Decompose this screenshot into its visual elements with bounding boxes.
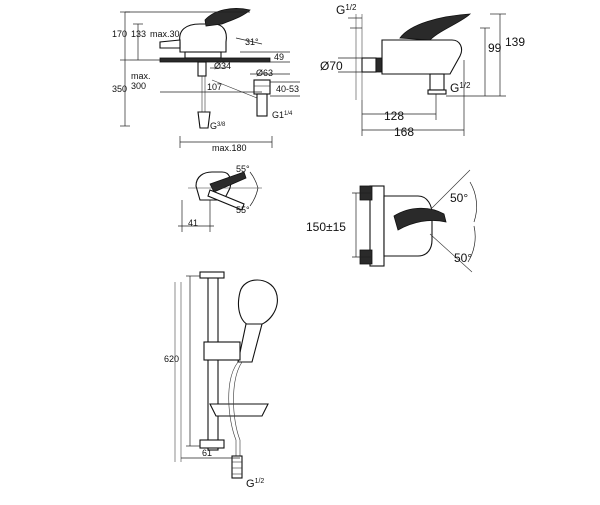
lever-angle-drawing: 55° 55° 41 [178, 164, 262, 232]
dim-55deg-bottom: 55° [236, 205, 250, 215]
dim-133: 133 [131, 29, 146, 39]
dim-49: 49 [274, 52, 284, 62]
dim-g3-8: G3/8 [210, 121, 226, 131]
dim-dia63: Ø63 [256, 68, 273, 78]
dim-40-53: 40-53 [276, 84, 299, 94]
dim-dia34: Ø34 [214, 61, 231, 71]
bath-eccentric-connector [361, 57, 377, 73]
shower-rail [207, 275, 219, 451]
basin-mixer-shank [197, 61, 207, 77]
bath-spout [429, 73, 445, 91]
shower-hose [228, 361, 239, 462]
wall-mixer-body [383, 195, 433, 257]
dim-61: 61 [202, 448, 212, 458]
dim-107: 107 [207, 82, 222, 92]
bath-mixer-body [381, 39, 463, 75]
shower-rail-bottom-bracket [199, 439, 225, 449]
waste-valve-tail [256, 93, 268, 117]
dim-620: 620 [164, 354, 179, 364]
basin-mixer-lever [204, 8, 251, 27]
soap-dish [209, 403, 269, 417]
dim-g1-quarter: G11/4 [272, 110, 293, 120]
hand-shower-handle [237, 323, 263, 363]
basin-mixer-spout [159, 39, 181, 49]
dim-128: 128 [384, 109, 404, 123]
basin-mixer-body [179, 23, 227, 53]
dim-31deg: 31° [245, 37, 259, 47]
basin-mixer-base [184, 51, 222, 59]
dim-150-pm15: 150±15 [306, 220, 346, 234]
dim-55deg-top: 55° [236, 164, 250, 174]
dim-50deg-top: 50° [450, 191, 468, 205]
bath-mixer-lever [399, 13, 472, 41]
dim-g-half-spout: G1/2 [450, 81, 471, 95]
lever-top-view-handle-rotated [207, 189, 245, 211]
dim-168: 168 [394, 125, 414, 139]
dim-170: 170 [112, 29, 127, 39]
dim-max300-line1: max. [131, 71, 151, 81]
dim-dia70: Ø70 [320, 59, 343, 73]
dim-g-half-outlet: G1/2 [246, 478, 264, 490]
shower-rail-top-bracket [199, 271, 225, 279]
shower-outlet-connector [231, 455, 243, 479]
dim-139: 139 [505, 35, 525, 49]
dim-350: 350 [112, 84, 127, 94]
dim-max300-line2: 300 [131, 81, 146, 91]
dim-g-half-top: G1/2 [336, 3, 357, 17]
pop-up-rod [211, 79, 263, 101]
shower-set-drawing: 620 61 G1/2 [164, 271, 278, 490]
wall-mixer-drawing: 50° 50° 150±15 [306, 169, 477, 273]
dim-41: 41 [188, 218, 198, 228]
basin-mixer-drawing: 170 133 max.30 max. 300 350 31° 49 Ø34 Ø… [112, 8, 300, 153]
dim-50deg-bottom: 50° [454, 251, 472, 265]
hand-shower-head [237, 279, 278, 327]
dim-max180: max.180 [212, 143, 247, 153]
dim-max30: max.30 [150, 29, 180, 39]
basin-supply-connector [197, 111, 211, 129]
wall-mixer-lever [393, 207, 447, 231]
bath-mixer-drawing: G1/2 139 99 Ø70 G1/2 128 168 [320, 3, 525, 139]
lever-top-view-handle-open [209, 171, 247, 193]
shower-slider [203, 341, 241, 361]
dim-99: 99 [488, 41, 502, 55]
